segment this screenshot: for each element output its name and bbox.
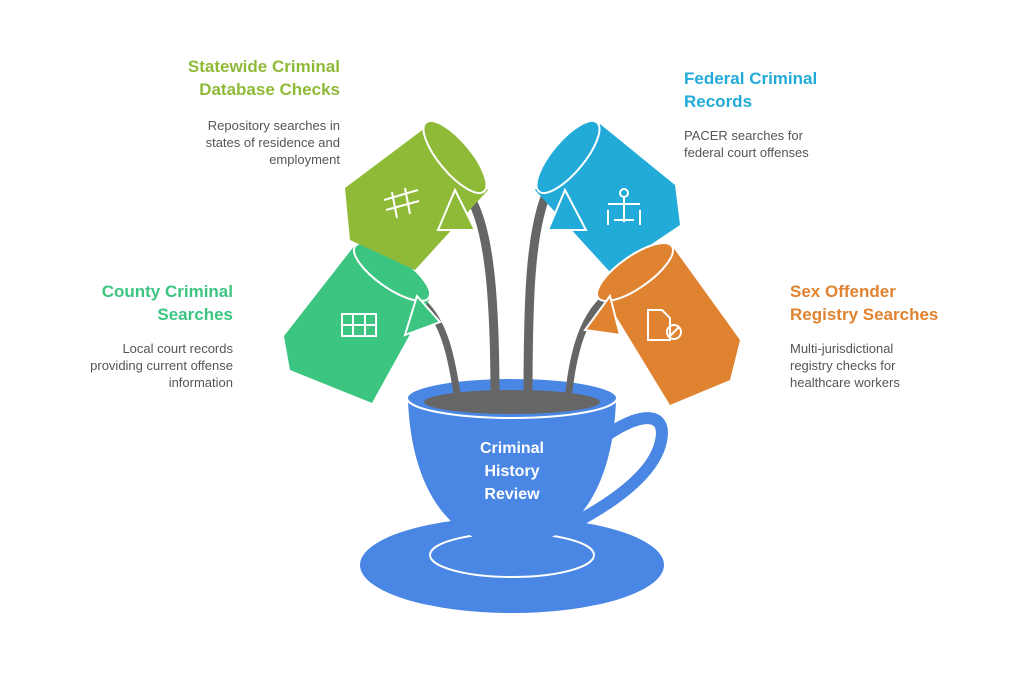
statewide-desc: Repository searches in states of residenc… [206,117,340,168]
text-line: Statewide Criminal [187,57,340,76]
text-line: Records [684,92,753,111]
bridge-icon [383,187,420,219]
federal-desc: PACER searches for federal court offenses [684,127,809,161]
text-line: Registry Searches [790,305,939,324]
text-line: registry checks for [790,358,896,373]
grid-icon [341,313,377,337]
text-line: Federal Criminal [684,69,818,88]
center-title-line: History [484,463,540,480]
cup-handle [567,412,668,531]
text-line: Sex Offender [790,282,896,301]
text-line: Repository searches in [207,118,340,133]
center-title-line: Review [484,486,540,503]
text-line: states of residence and [205,135,340,150]
text-line: employment [269,152,340,167]
text-line: PACER searches for [684,128,803,143]
federal-pitcher [535,120,680,272]
center-title-line: Criminal [479,440,544,457]
text-line: federal court offenses [684,145,809,160]
text-line: Multi-jurisdictional [790,341,894,356]
cup-body [408,400,616,540]
sex-offender-desc: Multi-jurisdictional registry checks for h… [790,340,900,391]
statewide-pitcher [345,120,488,270]
county-desc: Local court records providing current off… [90,340,233,391]
text-line: County Criminal [101,282,233,301]
blocked-file-icon [647,309,682,341]
text-line: providing current offense [90,358,233,373]
text-line: Local court records [122,341,233,356]
judge-scales-icon [607,188,641,225]
cup-liquid [424,390,600,414]
center-title: Criminal History Review [452,437,572,506]
text-line: healthcare workers [790,375,900,390]
text-line: Database Checks [199,80,340,99]
text-line: Searches [157,305,233,324]
text-line: information [168,375,233,390]
